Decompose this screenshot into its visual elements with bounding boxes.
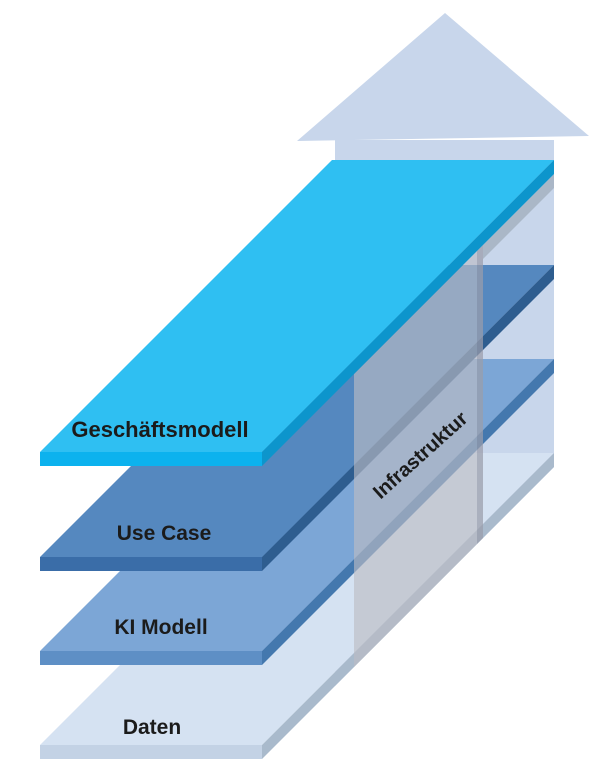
- layer-daten-front-edge: [40, 745, 262, 759]
- infrastructure-pillar-front: [354, 245, 483, 667]
- infrastructure-pillar-top-edge: [483, 174, 554, 259]
- layer-label-use-case: Use Case: [116, 522, 212, 545]
- layer-label-ki-modell: KI Modell: [114, 616, 208, 639]
- layer-geschaeftsmodell-face: [40, 160, 554, 452]
- infrastructure-pillar-right-shadow: [477, 245, 483, 544]
- layer-geschaeftsmodell-diagonal-edge: [262, 160, 554, 466]
- layer-geschaeftsmodell-front-edge: [40, 452, 262, 466]
- up-arrow-head: [297, 13, 589, 141]
- layer-label-geschaeftsmodell: Geschäftsmodell: [71, 417, 249, 442]
- layer-ki-modell-front-edge: [40, 651, 262, 665]
- layer-label-daten: Daten: [122, 716, 182, 739]
- layer-use-case-front-edge: [40, 557, 262, 571]
